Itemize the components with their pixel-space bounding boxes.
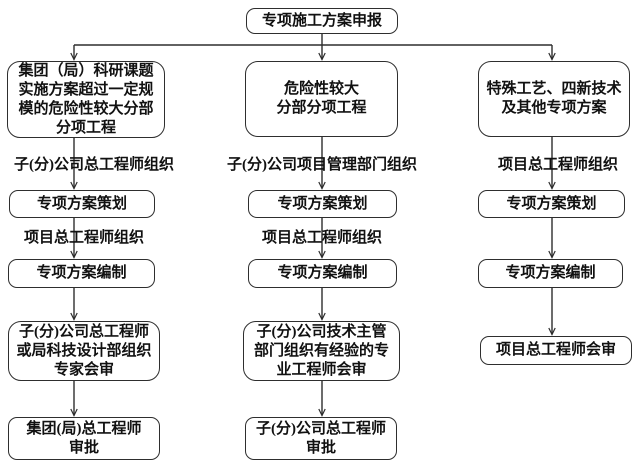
node-left-review: 子(分)公司总工程师 或局科技设计部组织 专家会审 [8,321,160,381]
label-middle-organizer-2: 项目总工程师组织 [261,230,382,246]
node-root-declaration: 专项施工方案申报 [246,8,398,34]
node-right-condition: 特殊工艺、四新技术 及其他专项方案 [478,61,630,137]
node-middle-review: 子(分)公司技术主管 部门组织有经验的专 业工程师会审 [243,321,400,381]
label-left-organizer-2: 项目总工程师组织 [23,230,144,246]
node-left-plan: 专项方案策划 [9,190,155,218]
node-middle-condition: 危险性较大 分部分项工程 [245,61,398,137]
node-middle-plan: 专项方案策划 [248,190,397,218]
node-right-plan: 专项方案策划 [478,190,625,218]
node-middle-compile: 专项方案编制 [248,259,397,288]
node-left-condition: 集团（局）科研课题 实施方案超过一定规 模的危险性较大分部 分项工程 [7,61,165,138]
label-middle-organizer-1: 子(分)公司项目管理部门组织 [227,157,417,173]
node-left-compile: 专项方案编制 [8,259,155,288]
label-left-organizer-1: 子(分)公司总工程师组织 [14,157,174,173]
label-right-organizer-1: 项目总工程师组织 [497,157,618,173]
node-left-approve: 集团(局)总工程师 审批 [8,417,160,460]
node-right-review: 项目总工程师会审 [480,336,632,365]
node-middle-approve: 子(分)公司总工程师 审批 [245,417,397,460]
node-right-compile: 专项方案编制 [478,259,623,288]
